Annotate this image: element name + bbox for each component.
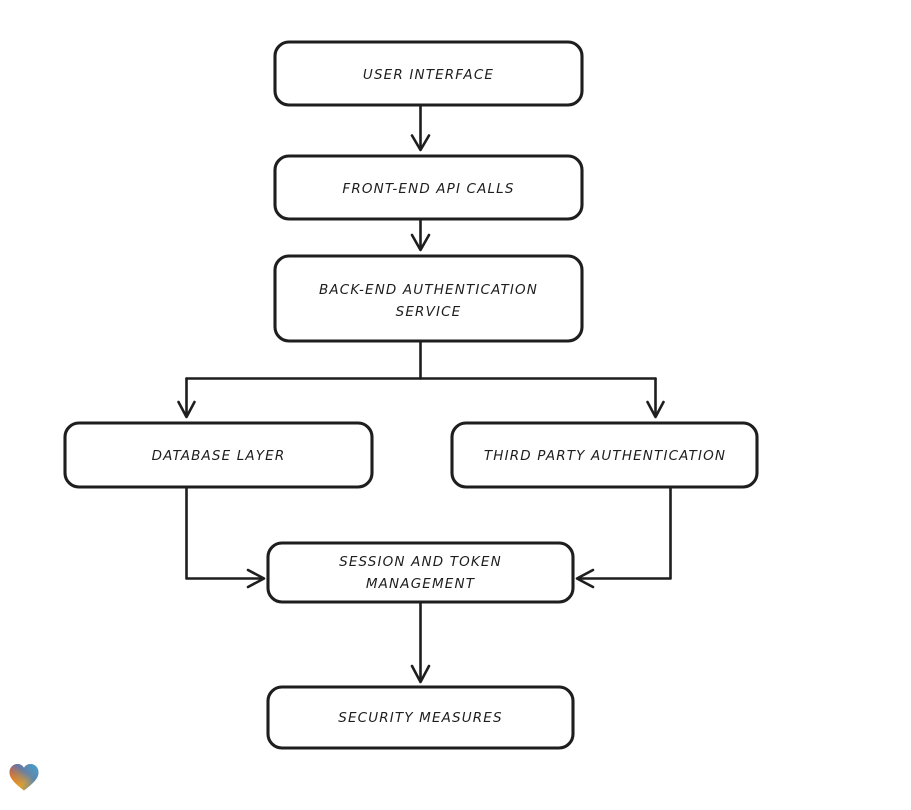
node-user-interface-box[interactable] (273, 40, 584, 107)
node-database-layer-box[interactable] (63, 421, 374, 489)
node-front-end-api-calls-label: FRONT-END API CALLS (342, 181, 514, 197)
node-security-measures-box[interactable] (266, 685, 575, 750)
node-third-party-authentication-label: THIRD PARTY AUTHENTICATION (484, 448, 726, 464)
node-front-end-api-calls-box[interactable] (273, 154, 584, 221)
node-session-and-token-management-label-line2: MANAGEMENT (366, 576, 476, 592)
heart-watermark (8, 762, 44, 796)
edge-session-to-security (410, 601, 431, 684)
node-third-party-authentication[interactable]: THIRD PARTY AUTHENTICATION (450, 421, 759, 489)
edge-frontend-to-backend (410, 218, 431, 252)
edge-backend-to-database (177, 377, 196, 419)
node-back-end-authentication-service-label-line2: SERVICE (396, 304, 462, 320)
node-front-end-api-calls[interactable]: FRONT-END API CALLS (273, 154, 584, 221)
edge-backend-to-thirdparty (646, 377, 665, 419)
edge-database-to-session (185, 486, 266, 589)
node-session-and-token-management-label-line1: SESSION AND TOKEN (339, 554, 502, 570)
node-session-and-token-management-box[interactable] (266, 541, 575, 604)
node-security-measures[interactable]: SECURITY MEASURES (266, 685, 575, 750)
edge-ui-to-frontend (410, 104, 431, 152)
node-back-end-authentication-service-label-line1: BACK-END AUTHENTICATION (319, 282, 538, 298)
node-user-interface[interactable]: USER INTERFACE (273, 40, 584, 107)
node-security-measures-label: SECURITY MEASURES (338, 710, 502, 726)
node-third-party-authentication-box[interactable] (450, 421, 759, 489)
node-back-end-authentication-service-box[interactable] (273, 254, 584, 343)
heart-icon (9, 764, 39, 791)
node-back-end-authentication-service[interactable]: BACK-END AUTHENTICATION SERVICE (273, 254, 584, 343)
node-session-and-token-management[interactable]: SESSION AND TOKEN MANAGEMENT (266, 541, 575, 604)
edge-thirdparty-to-session (575, 486, 672, 589)
node-user-interface-label: USER INTERFACE (363, 67, 494, 83)
node-database-layer-label: DATABASE LAYER (152, 448, 286, 464)
node-database-layer[interactable]: DATABASE LAYER (63, 421, 374, 489)
